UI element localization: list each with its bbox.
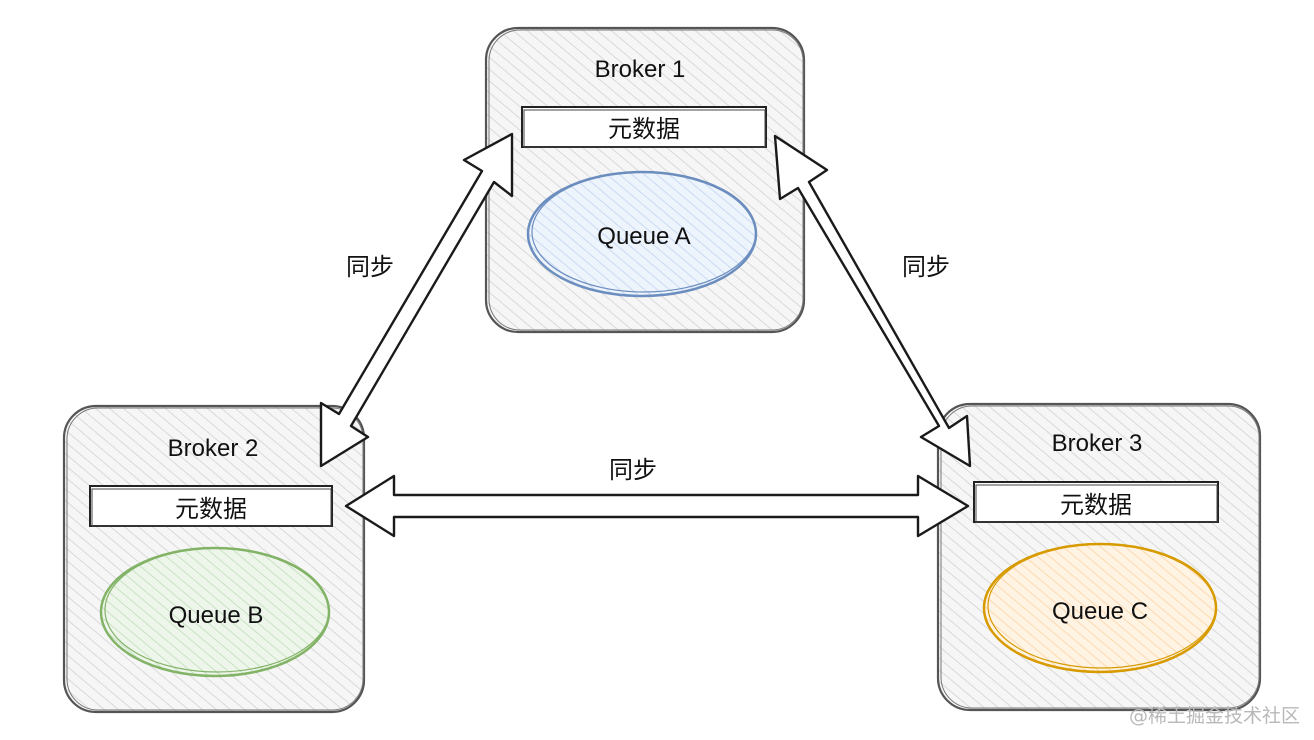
broker-3-metadata-box [973, 481, 1219, 523]
broker-1-metadata-box [521, 106, 767, 148]
broker-2-metadata-label: 元数据 [175, 495, 247, 523]
sync-arrow-broker2-broker3 [344, 474, 970, 538]
broker-2-title: Broker 2 [168, 435, 259, 462]
sync-label-right: 同步 [902, 253, 950, 281]
watermark: @稀土掘金技术社区 [1128, 705, 1300, 727]
broker-3-title: Broker 3 [1052, 430, 1143, 457]
sync-arrow-broker1-broker2 [319, 132, 514, 468]
broker-2-metadata-box [89, 485, 333, 527]
broker-3-metadata-label: 元数据 [1060, 491, 1132, 519]
sync-arrow-broker1-broker3 [773, 134, 972, 468]
sync-label-bottom: 同步 [609, 456, 657, 484]
sync-label-left: 同步 [346, 253, 394, 281]
queue-b-label: Queue B [169, 602, 264, 629]
queue-c-label: Queue C [1052, 598, 1148, 625]
queue-a-ellipse [526, 170, 758, 298]
queue-a-label: Queue A [597, 223, 690, 250]
broker-1-metadata-label: 元数据 [608, 115, 680, 143]
queue-c-ellipse [982, 542, 1218, 674]
queue-b-ellipse [99, 546, 331, 678]
broker-1-title: Broker 1 [595, 56, 686, 83]
